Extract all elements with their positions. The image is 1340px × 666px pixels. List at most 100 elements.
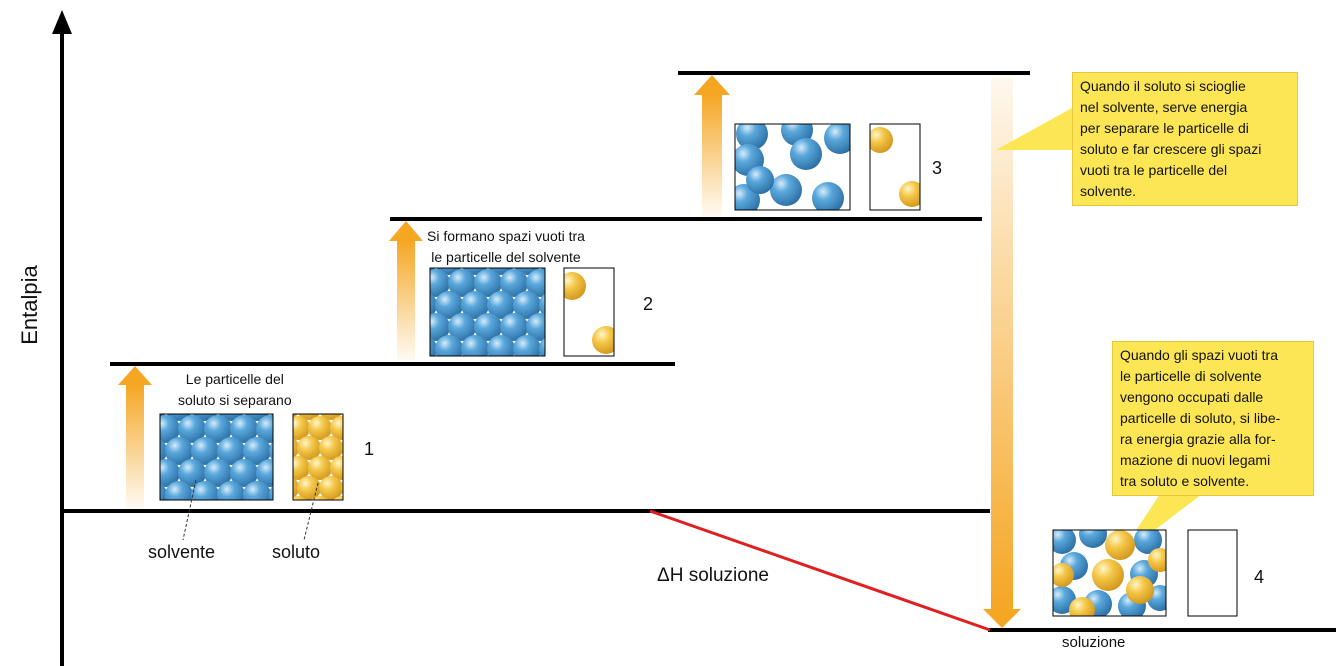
solvent-particle [526, 269, 545, 297]
solvent-particle [230, 415, 258, 443]
solute-particle [330, 416, 343, 440]
solvent-particle [513, 335, 541, 356]
solute-particle [1148, 548, 1166, 572]
delta-h-line [649, 509, 991, 632]
solvent-particle [430, 269, 450, 297]
solute-particle [564, 272, 586, 300]
solute-particle [308, 416, 332, 440]
solvent-particle [160, 415, 180, 443]
callout-top-pointer [996, 108, 1072, 150]
solvent-particle [178, 415, 206, 443]
solvent-label: solvente [148, 542, 216, 562]
solvent-particle [160, 438, 167, 464]
solvent-particle [435, 291, 463, 319]
solvent-particle [539, 337, 545, 356]
solvent-particle [191, 481, 219, 500]
solvent-particle [736, 124, 768, 150]
solute-particle [293, 437, 299, 459]
solute-particle [311, 496, 329, 500]
solute-particle [333, 496, 343, 500]
solvent-particle [269, 485, 273, 500]
solvent-particle [790, 138, 822, 170]
solvent-particle [812, 182, 844, 210]
solute-particle [293, 477, 299, 499]
solute-particle [592, 326, 614, 354]
step-4-number: 4 [1254, 567, 1265, 587]
solvent-particle [461, 335, 489, 356]
solute-particle [1126, 576, 1154, 604]
solvent-particle [243, 437, 271, 465]
solvent-particle [1134, 530, 1162, 554]
step-4-empty-box [1187, 529, 1238, 617]
solvent-particle [217, 481, 245, 500]
solute-particle [293, 456, 310, 480]
solute-particle [341, 481, 343, 495]
solvent-particle [430, 313, 450, 341]
solvent-particle [191, 437, 219, 465]
solvent-particle [430, 292, 437, 318]
step-1-number: 1 [364, 439, 375, 459]
solvent-particle [513, 291, 541, 319]
solvent-particle [204, 459, 232, 487]
step-2-up-arrow [389, 221, 423, 360]
solvent-particle [160, 459, 180, 487]
solvent-particle [500, 269, 528, 297]
dissolution-down-arrow [983, 78, 1021, 628]
solute-particle [293, 416, 310, 440]
solvent-particle [487, 335, 515, 356]
solvent-particle [1079, 530, 1107, 548]
solvent-particle [230, 459, 258, 487]
solvent-particle [256, 415, 273, 443]
solute-particle [342, 414, 343, 415]
step-1-solvent-box [159, 413, 274, 501]
solvent-particle [746, 166, 774, 194]
solute-particle [297, 436, 321, 460]
solvent-particle [487, 291, 515, 319]
solute-particle [330, 456, 343, 480]
callout-top: Quando il soluto si scioglie nel solvent… [1072, 72, 1298, 206]
solvent-particle [243, 481, 271, 500]
solvent-particle [1053, 530, 1076, 554]
step-2-solute-box [563, 267, 615, 357]
solute-particle [293, 496, 307, 500]
step-2-solvent-box [429, 267, 546, 357]
step-2-caption: Si formano spazi vuoti tra le particelle… [427, 228, 585, 265]
step-1-up-arrow [118, 366, 152, 509]
solvent-pointer-line [182, 479, 197, 541]
solvent-particle [461, 291, 489, 319]
solvent-particle [448, 313, 476, 341]
step-3-solute-box [869, 123, 921, 211]
step-3-solvent-box [734, 123, 851, 211]
solute-particle [319, 476, 343, 500]
solvent-particle [500, 313, 528, 341]
solvent-particle [474, 269, 502, 297]
delta-h-label: ΔH soluzione [657, 565, 769, 586]
solute-particle [1069, 597, 1095, 616]
step-1-caption: Le particelle del soluto si separano [178, 371, 292, 408]
solvent-particle [448, 269, 476, 297]
solute-particle [899, 181, 920, 207]
solvent-particle [165, 437, 193, 465]
solute-particle [870, 127, 893, 153]
solute-particle [1053, 563, 1074, 587]
solvent-particle [178, 459, 206, 487]
y-axis-label: Entalpia [17, 265, 42, 345]
solvent-particle [435, 335, 463, 356]
step-4-solution-box [1052, 529, 1167, 617]
solvent-particle [256, 459, 273, 487]
solvent-particle [770, 174, 802, 206]
step-2-number: 2 [643, 294, 654, 314]
solvent-particle [474, 313, 502, 341]
callout-bottom: Quando gli spazi vuoti tra le particelle… [1112, 341, 1314, 496]
solution-level-label: soluzione [1062, 634, 1126, 651]
solute-particle [341, 441, 343, 455]
solvent-particle [217, 437, 245, 465]
solvent-particle [539, 293, 545, 317]
solute-particle [319, 436, 343, 460]
step-3-number: 3 [932, 158, 943, 178]
solvent-particle [269, 441, 273, 461]
solute-particle [1092, 559, 1124, 591]
step-1-solute-box [292, 413, 344, 501]
solvent-particle [204, 415, 232, 443]
